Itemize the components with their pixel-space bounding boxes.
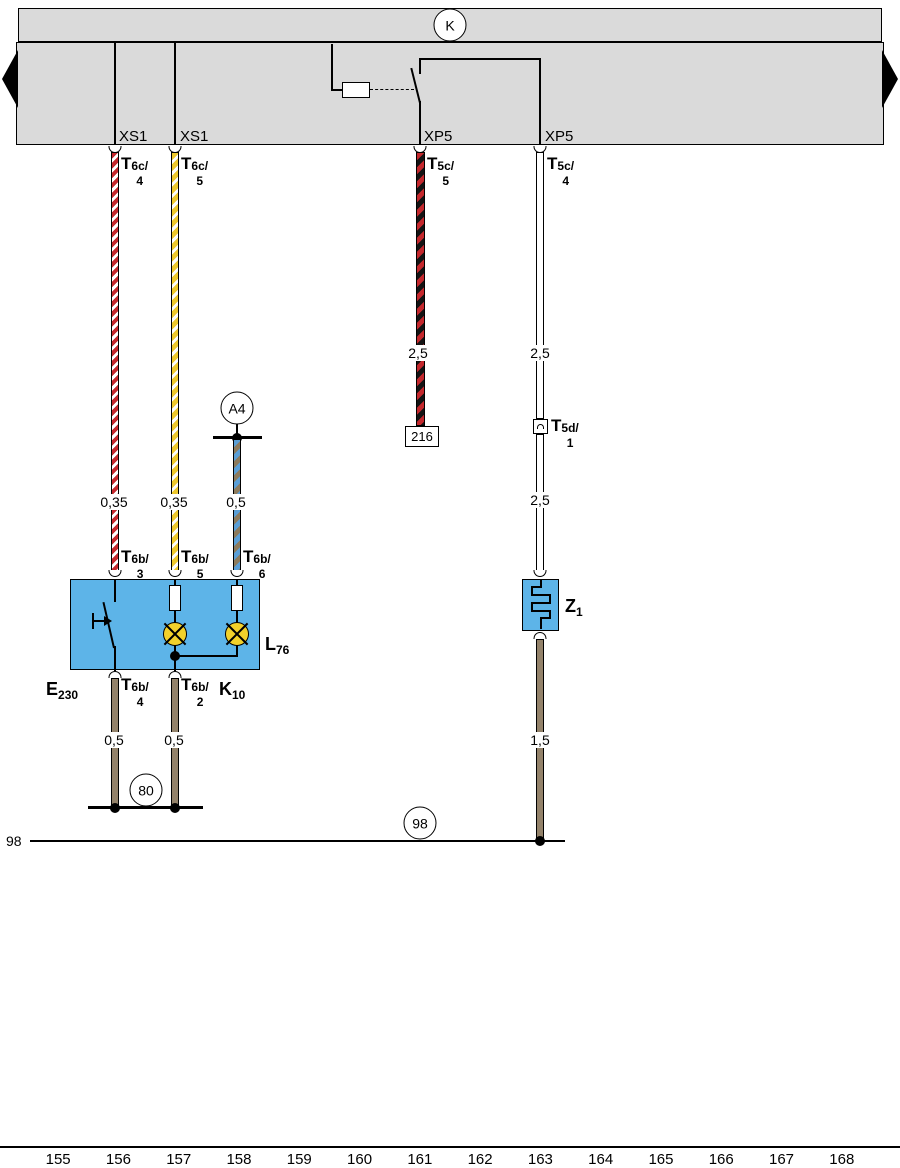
connector-arc (108, 671, 122, 678)
wire-red-black (416, 152, 425, 426)
junction-dot (170, 651, 180, 661)
scale-number: 158 (226, 1151, 252, 1168)
band-wire-xs1-4 (114, 42, 116, 145)
switch-actuator-line (94, 620, 106, 622)
connector-label-xp5-a: XP5 (424, 128, 453, 145)
scale-number: 157 (166, 1151, 192, 1168)
connector-arc (230, 570, 244, 577)
scale-number: 162 (467, 1151, 493, 1168)
lamp-down-line (236, 645, 238, 657)
ground-line (30, 840, 565, 842)
scale-number: 159 (286, 1151, 312, 1168)
connector-label-xp5-b: XP5 (545, 128, 574, 145)
scale-line (0, 1146, 900, 1148)
gauge-label: 1,5 (528, 732, 552, 748)
connector-arc (533, 570, 547, 577)
component-label-k10: K10 (219, 679, 246, 702)
scale-number: 165 (648, 1151, 674, 1168)
connector-arc (533, 632, 547, 639)
ground-line-label: 98 (6, 833, 22, 849)
heater-element-icon (530, 580, 551, 629)
connector-label-xs1-a: XS1 (119, 128, 148, 145)
scale-number: 164 (588, 1151, 614, 1168)
terminal-label-t5c-4: T 5c/4 (547, 154, 575, 188)
ground-bar (88, 806, 203, 809)
ground-point-98: 98 (403, 806, 437, 840)
coordinate-scale: 155 156 157 158 159 160 161 162 163 164 … (28, 1151, 872, 1168)
junction-dot (110, 803, 120, 813)
lamp-stub (236, 579, 238, 586)
switch-actuator-arrow-icon (104, 616, 112, 626)
terminal-label-t6b-5: T 6b/5 (181, 547, 209, 581)
lamp-join-line (175, 655, 238, 657)
band-wire-xs1-5 (174, 42, 176, 145)
relay-feed-horizontal (420, 58, 541, 60)
connector-arc (168, 570, 182, 577)
relay-feed-vertical (539, 58, 541, 145)
terminal-label-t6b-3: T 6b/3 (121, 547, 149, 581)
switch-actuator-bar (92, 613, 94, 629)
ground-point-80: 80 (129, 773, 163, 807)
terminal-label-t5c-5: T 5c/5 (427, 154, 455, 188)
relay-contact-lower (419, 101, 421, 145)
gauge-label: 0,5 (162, 732, 186, 748)
lamp-stub (174, 611, 176, 623)
terminal-label-t6b-6: T 6b/6 (243, 547, 271, 581)
connector-arc (108, 570, 122, 577)
resistor-icon (231, 585, 243, 611)
component-z1-box (522, 579, 559, 631)
terminal-216-box: 216 (405, 426, 439, 447)
junction-dot (170, 803, 180, 813)
gauge-label: 2,5 (406, 345, 430, 361)
relay-circle: K (433, 8, 467, 42)
scale-number: 168 (829, 1151, 855, 1168)
scale-number: 161 (407, 1151, 433, 1168)
relay-actuation-dash (370, 89, 414, 90)
lamp-stub (174, 579, 176, 586)
relay-coil-feed (331, 44, 333, 91)
component-label-e230: E230 (46, 679, 79, 702)
band-right-arrow-icon (882, 50, 898, 108)
plus-connection-a4: A4 (220, 391, 254, 425)
lamp-stub (236, 611, 238, 623)
junction-dot (232, 433, 242, 443)
inline-connector-t5d-glyph (537, 424, 544, 429)
relay-circle-label: K (445, 17, 455, 33)
band-left-arrow-icon (2, 50, 18, 108)
terminal-label-t5d-1: T 5d/1 (551, 416, 579, 450)
relay-coil-link (331, 89, 343, 91)
scale-number: 163 (527, 1151, 553, 1168)
a4-stub (236, 424, 238, 437)
switch-bottom-stub (114, 646, 116, 671)
resistor-icon (169, 585, 181, 611)
terminal-label-t6b-2: T 6b/2 (181, 675, 209, 709)
terminal-label-t6b-4: T 6b/4 (121, 675, 149, 709)
relay-contact-stub (419, 58, 421, 74)
wire-white-upper (536, 152, 544, 419)
gauge-label: 2,5 (528, 492, 552, 508)
gauge-label: 2,5 (528, 345, 552, 361)
scale-number: 167 (769, 1151, 795, 1168)
component-label-z1: Z1 (565, 596, 583, 619)
connector-label-xs1-b: XS1 (180, 128, 209, 145)
terminal-label-t6c-4: T 6c/4 (121, 154, 149, 188)
terminal-label-t6c-5: T 6c/5 (181, 154, 209, 188)
gauge-label: 0,35 (98, 494, 130, 510)
scale-number: 166 (708, 1151, 734, 1168)
component-label-l76: L76 (265, 634, 290, 657)
gauge-label: 0,35 (158, 494, 190, 510)
gauge-label: 0,5 (102, 732, 126, 748)
switch-top-stub (114, 579, 116, 602)
connector-arc (168, 671, 182, 678)
junction-dot (535, 836, 545, 846)
scale-number: 155 (45, 1151, 71, 1168)
scale-number: 156 (105, 1151, 131, 1168)
gauge-label: 0,5 (224, 494, 248, 510)
scale-number: 160 (347, 1151, 373, 1168)
relay-coil-icon (342, 82, 370, 98)
